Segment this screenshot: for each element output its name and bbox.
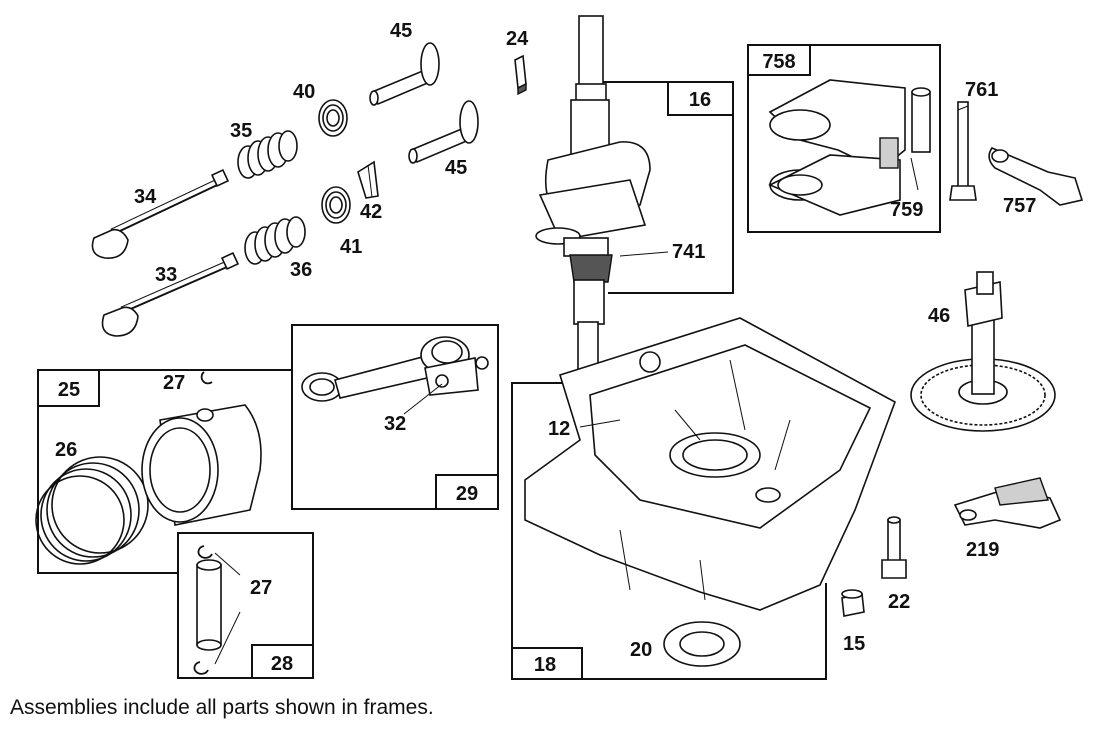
- callout-45-upper: 45: [390, 20, 412, 42]
- callout-35: 35: [230, 120, 252, 142]
- callout-24: 24: [506, 28, 529, 50]
- spring-35: [237, 130, 298, 179]
- tappet-45-lower: [408, 100, 479, 164]
- link-758: [768, 79, 906, 216]
- frame-16: 16: [602, 81, 734, 294]
- connecting-rod-29: [301, 336, 489, 402]
- callout-45-lower: 45: [445, 157, 467, 179]
- valve-34: [91, 168, 230, 259]
- callout-761: 761: [965, 79, 998, 101]
- sump-18: [524, 317, 896, 611]
- frame-label-18: 18: [534, 654, 556, 676]
- frame-label-758: 758: [762, 51, 795, 73]
- callout-12: 12: [548, 418, 570, 440]
- valve-33: [101, 251, 240, 337]
- frame-label-29: 29: [456, 483, 478, 505]
- callout-27-piston: 27: [163, 372, 185, 394]
- clip-27-lower: [193, 545, 241, 675]
- callout-42: 42: [360, 201, 382, 223]
- frame-label-25: 25: [58, 379, 80, 401]
- callout-32: 32: [384, 413, 406, 435]
- bolt-761: [949, 101, 977, 201]
- callout-15: 15: [843, 633, 865, 655]
- leader-12: [579, 419, 621, 428]
- frame-label-28: 28: [271, 653, 293, 675]
- retainer-41: [321, 186, 351, 224]
- callout-757: 757: [1003, 195, 1036, 217]
- frame-25: 25: [37, 369, 292, 574]
- callout-36: 36: [290, 259, 312, 281]
- callout-34: 34: [134, 186, 157, 208]
- piston-rings-26: [35, 456, 149, 565]
- keepers-42: [357, 160, 379, 199]
- camshaft-46: [910, 271, 1056, 432]
- tappet-45-upper: [369, 42, 440, 106]
- leader-32: [403, 383, 443, 415]
- key-24: [514, 54, 527, 96]
- clip-27-upper: [200, 371, 213, 385]
- piston: [141, 404, 262, 526]
- callout-33: 33: [155, 264, 177, 286]
- callout-40: 40: [293, 81, 315, 103]
- pin-759: [910, 87, 931, 191]
- frame-18: 18: [511, 382, 827, 680]
- plug-15: [841, 589, 865, 617]
- callout-46: 46: [928, 305, 950, 327]
- callout-26: 26: [55, 439, 77, 461]
- spring-36: [244, 216, 306, 265]
- seal-20: [663, 621, 741, 667]
- callout-219: 219: [966, 539, 999, 561]
- link-757: [988, 147, 1084, 206]
- governor-219: [953, 477, 1062, 529]
- callout-41: 41: [340, 236, 362, 258]
- callout-20: 20: [630, 639, 652, 661]
- callout-27-pin: 27: [250, 577, 272, 599]
- callout-759: 759: [890, 199, 923, 221]
- callout-22: 22: [888, 591, 910, 613]
- wrist-pin-28: [196, 559, 222, 651]
- retainer-40: [318, 99, 348, 137]
- caption: Assemblies include all parts shown in fr…: [10, 696, 434, 719]
- bolt-22: [881, 516, 907, 579]
- callout-741: 741: [672, 241, 705, 263]
- crankshaft: [535, 15, 669, 371]
- frame-label-16: 16: [689, 89, 711, 111]
- frame-758: 758: [747, 44, 941, 233]
- frame-29: 29: [291, 324, 499, 510]
- frame-28: 28: [177, 532, 314, 679]
